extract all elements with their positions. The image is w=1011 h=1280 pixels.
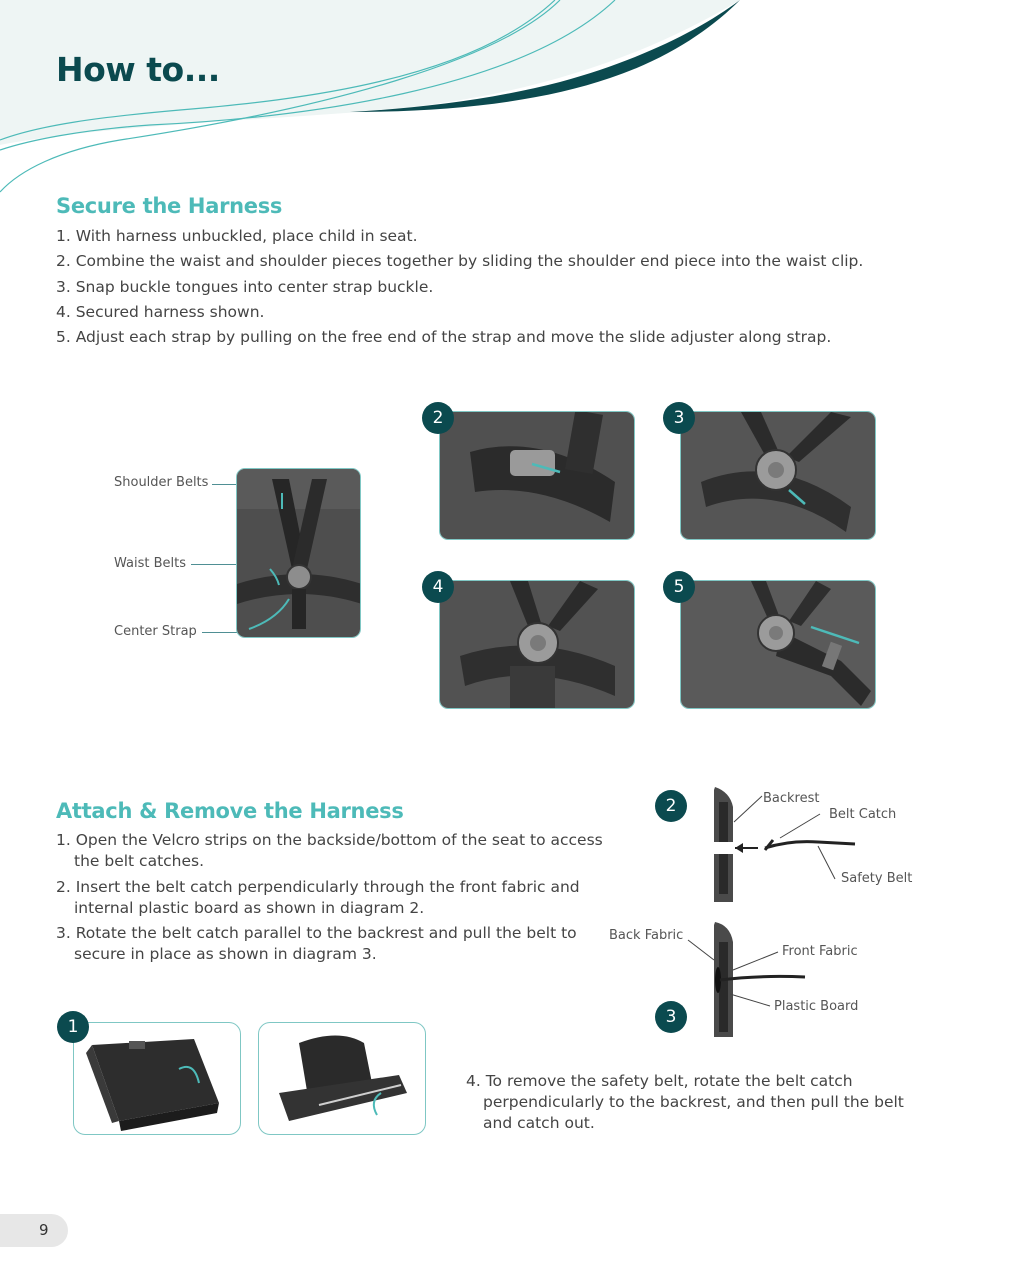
- safety-belt-label: Safety Belt: [841, 871, 913, 886]
- step-4-badge: 4: [422, 571, 454, 603]
- secure-harness-heading: Secure the Harness: [56, 194, 283, 218]
- step-2-badge: 2: [422, 402, 454, 434]
- back-fabric-label: Back Fabric: [609, 928, 684, 943]
- step-5-badge: 5: [663, 571, 695, 603]
- backrest-label: Backrest: [763, 791, 820, 806]
- seat-bottom-photo: [73, 1022, 241, 1135]
- list-item: 1. With harness unbuckled, place child i…: [56, 227, 418, 245]
- shoulder-belts-label: Shoulder Belts: [114, 475, 209, 490]
- step-5-photo: [680, 580, 876, 709]
- list-item: 5. Adjust each strap by pulling on the f…: [56, 328, 832, 347]
- plastic-board-label: Plastic Board: [774, 999, 859, 1014]
- attach-remove-steps: 1. Open the Velcro strips on the backsid…: [56, 830, 631, 970]
- seat-back-photo: [258, 1022, 426, 1135]
- step-3-badge: 3: [663, 402, 695, 434]
- harness-overview-photo: [236, 468, 361, 638]
- page-title: How to...: [56, 50, 220, 89]
- header-swoosh-decoration: [0, 0, 740, 193]
- list-item: 4. Secured harness shown.: [56, 302, 265, 321]
- center-strap-leader-line: [202, 632, 252, 633]
- list-item: 1. Open the Velcro strips on the backsid…: [56, 831, 603, 870]
- list-item: 2. Insert the belt catch perpendicularly…: [56, 877, 580, 917]
- list-item: 3. Snap buckle tongues into center strap…: [56, 277, 434, 296]
- step-4-photo: [439, 580, 635, 709]
- step-1-badge: 1: [57, 1011, 89, 1043]
- remove-belt-step: 4. To remove the safety belt, rotate the…: [466, 1072, 904, 1132]
- diagram-3-badge: 3: [655, 1001, 687, 1033]
- diagram-2-badge: 2: [655, 790, 687, 822]
- list-item: 2. Combine the waist and shoulder pieces…: [56, 252, 864, 271]
- step-2-photo: [439, 411, 635, 540]
- secure-harness-steps: 1. With harness unbuckled, place child i…: [56, 224, 863, 350]
- step-3-photo: [680, 411, 876, 540]
- center-strap-label: Center Strap: [114, 624, 197, 639]
- belt-catch-label: Belt Catch: [829, 807, 897, 822]
- list-item: 3. Rotate the belt catch parallel to the…: [56, 924, 577, 963]
- waist-belts-label: Waist Belts: [114, 556, 187, 571]
- page-number: 9: [0, 1214, 68, 1247]
- front-fabric-label: Front Fabric: [782, 944, 858, 959]
- attach-remove-heading: Attach & Remove the Harness: [56, 799, 404, 823]
- belt-catch-diagrams: [687, 787, 856, 1037]
- waist-belts-leader-line: [191, 564, 271, 565]
